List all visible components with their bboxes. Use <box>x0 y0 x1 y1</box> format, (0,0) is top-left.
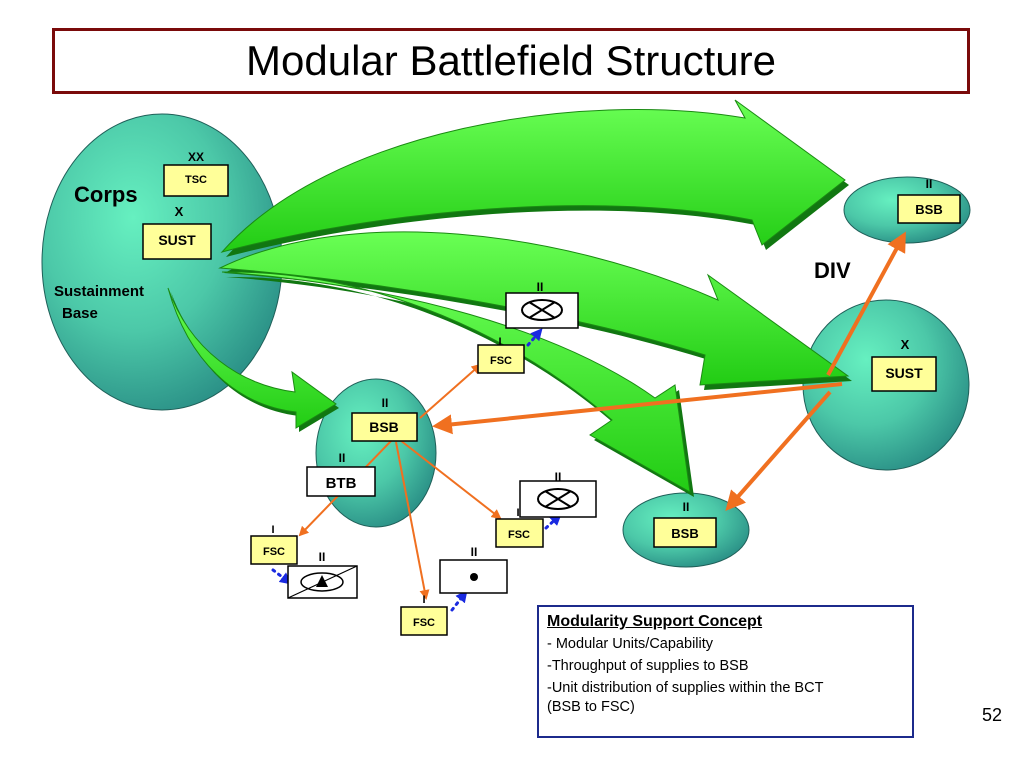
bsb-top-unit-box <box>897 194 961 224</box>
bct-bsb-echelon: II <box>382 396 389 410</box>
arrow-div-sust-to-bsb-bottom <box>725 390 832 512</box>
bsb-bottom-label: BSB <box>671 526 698 541</box>
corps-label: Corps <box>74 182 138 207</box>
symbol-bottom-echelon: II <box>471 545 478 559</box>
fsc-left-unit-box <box>250 535 298 565</box>
fsc-bottom-echelon: I <box>422 594 425 606</box>
throughput-arrow-lower <box>221 271 694 497</box>
arrow-div-sust-to-bsb-top <box>826 231 906 376</box>
bsb-bottom-echelon: II <box>683 500 690 514</box>
legend-title: Modularity Support Concept <box>547 613 763 630</box>
distribution-arrows <box>298 231 906 600</box>
btb-echelon: II <box>339 451 346 465</box>
bsb-top-label: BSB <box>915 202 942 217</box>
tsc-unit-box <box>163 164 229 197</box>
sustainment-label-line2: Base <box>62 305 98 322</box>
slide-title: Modular Battlefield Structure <box>246 37 776 84</box>
infantry-symbol-right-icon <box>519 480 597 518</box>
corps-sust-echelon: X <box>175 204 184 219</box>
fsc-top-echelon: I <box>498 336 501 348</box>
arrow-bsb-to-fsc-right <box>399 439 502 520</box>
arrow-bsb-to-fsc-top <box>419 363 482 419</box>
symbol-left-echelon: II <box>319 550 326 564</box>
tsc-label: TSC <box>185 174 207 186</box>
div-sust-echelon: X <box>901 337 910 352</box>
bct-bsb-unit-box <box>351 412 418 442</box>
div-sust-label: SUST <box>885 365 923 381</box>
armor-recon-symbol-icon <box>287 565 358 599</box>
bsb-bottom-unit-box <box>653 517 717 548</box>
symbol-right-echelon: II <box>555 470 562 484</box>
sustainment-label-line1: Sustainment <box>54 283 144 300</box>
arrow-bsb-to-fsc-bottom <box>395 441 430 600</box>
fsc-top-label: FSC <box>490 355 512 367</box>
legend-item: -Unit distribution of supplies within th… <box>547 680 824 696</box>
corps-sust-label: SUST <box>158 232 196 248</box>
symbol-top-echelon: II <box>537 280 544 294</box>
fsc-bottom-unit-box <box>400 606 448 636</box>
tsc-echelon: XX <box>188 150 204 164</box>
legend-item: (BSB to FSC) <box>547 699 635 715</box>
legend-box: Modularity Support Concept - Modular Uni… <box>537 605 914 738</box>
fsc-right-unit-box <box>495 518 544 548</box>
title-box: Modular Battlefield Structure <box>52 28 970 94</box>
div-sust-unit-box <box>871 356 937 392</box>
legend-item: - Modular Units/Capability <box>547 636 714 652</box>
fsc-left-label: FSC <box>263 546 285 558</box>
throughput-arrow-top <box>220 99 849 257</box>
corps-sust-unit-box <box>142 223 212 260</box>
div-label: DIV <box>814 258 851 283</box>
arrow-div-sust-to-bct-bsb <box>432 382 843 435</box>
bsb-top-echelon: II <box>926 177 933 191</box>
fsc-top-unit-box <box>477 344 525 374</box>
throughput-arrow-to-bct <box>167 287 339 432</box>
btb-unit-box <box>306 466 376 497</box>
page-number: 52 <box>981 705 1002 725</box>
legend-item: -Throughput of supplies to BSB <box>547 658 749 674</box>
btb-label: BTB <box>326 475 357 492</box>
fsc-right-echelon: I <box>516 507 519 519</box>
bct-bsb-label: BSB <box>369 419 399 435</box>
fsc-left-echelon: I <box>271 524 274 536</box>
infantry-symbol-top-icon <box>505 292 579 329</box>
fsc-right-label: FSC <box>508 529 530 541</box>
fsc-bottom-label: FSC <box>413 617 435 629</box>
artillery-symbol-icon <box>439 559 508 594</box>
